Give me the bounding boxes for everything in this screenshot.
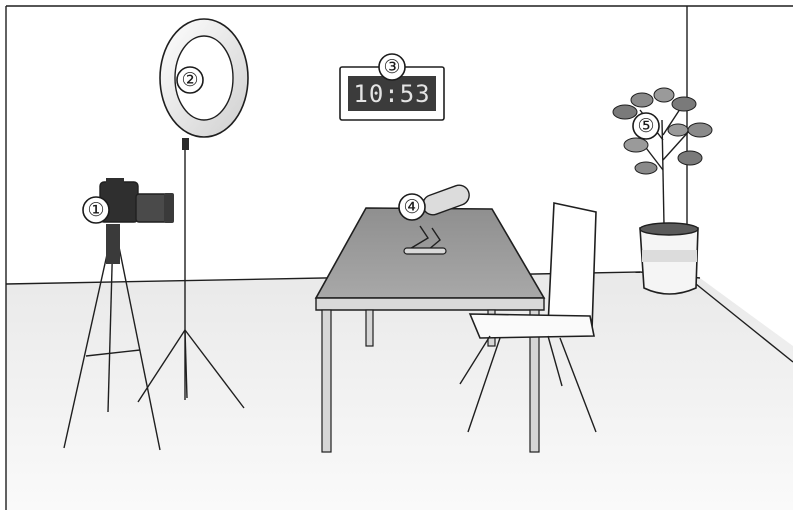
marker-2: ②	[177, 67, 203, 93]
marker-3: ③	[379, 54, 405, 80]
marker-3-text: ③	[383, 56, 400, 78]
marker-5-text: ⑤	[637, 115, 654, 137]
marker-4-text: ④	[403, 196, 420, 218]
marker-4: ④	[399, 194, 425, 220]
clock-time: 10:53	[353, 80, 430, 108]
marker-2-text: ②	[181, 69, 198, 91]
marker-1-text: ①	[87, 199, 104, 221]
marker-1: ①	[83, 197, 109, 223]
marker-5: ⑤	[633, 113, 659, 139]
